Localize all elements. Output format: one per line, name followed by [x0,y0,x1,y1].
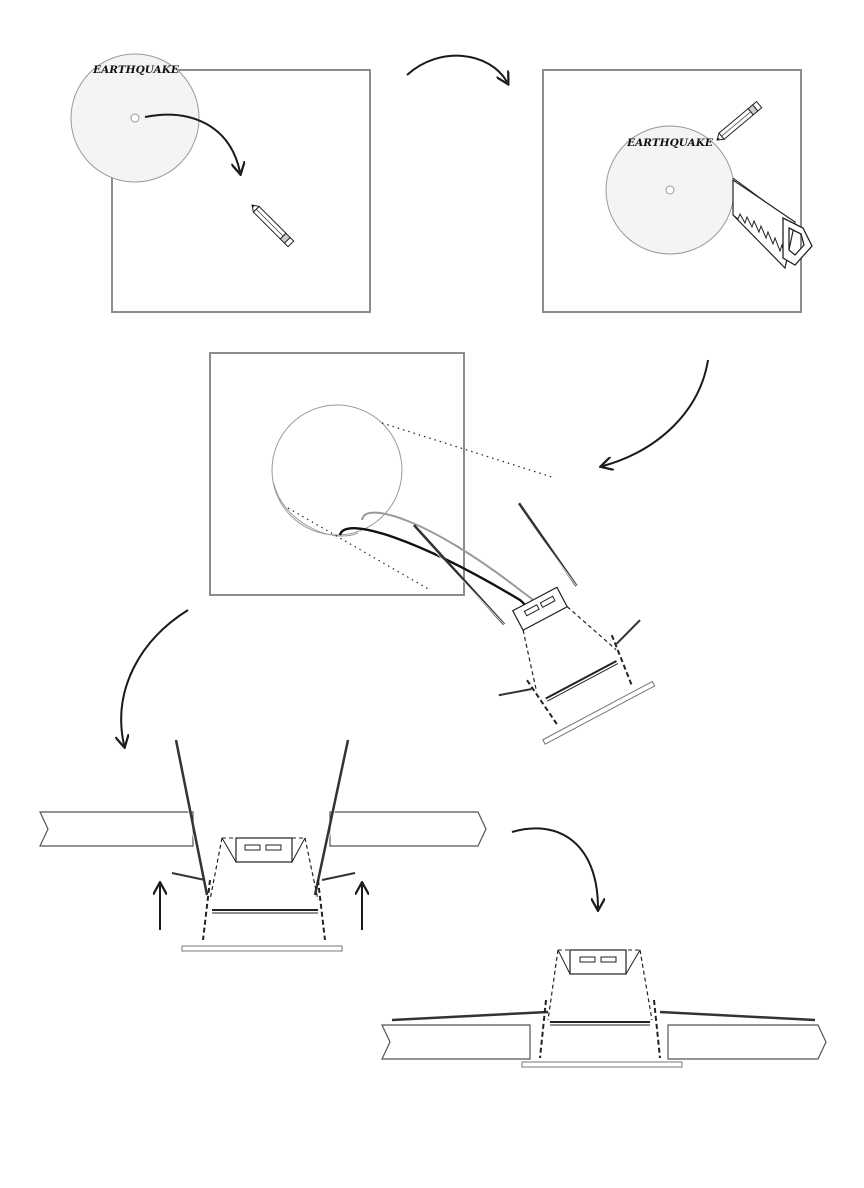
brand-label: EARTHQUAKE [626,137,714,149]
spring-clip [392,1012,548,1020]
black-wire [340,528,537,618]
ceiling-board-right [330,812,486,846]
step-5 [382,950,826,1067]
downlight-fixture [410,452,671,752]
curved-arrow-icon [407,56,507,82]
trim-ring [182,946,342,951]
step-2: EARTHQUAKE [543,70,812,312]
template-center-hole [666,186,674,194]
driver-box [513,587,567,630]
ceiling-board-left [382,1025,530,1059]
spring-clip [660,1012,815,1020]
curved-arrow-icon [512,828,598,908]
driver-box [570,950,626,974]
guide-line [382,423,555,478]
driver-box [236,838,292,862]
pencil-icon [714,102,761,143]
curved-arrow-icon [121,610,188,745]
ceiling-board-right [668,1025,826,1059]
ceiling-cutout [272,405,402,535]
pencil-icon [249,202,294,247]
step-3 [210,353,671,753]
curved-arrow-icon [603,360,708,466]
step-1: EARTHQUAKE [71,54,370,312]
trim-ring [522,1062,682,1067]
template-center-hole [131,114,139,122]
ceiling-board-left [40,812,193,846]
brand-label: EARTHQUAKE [92,64,180,76]
step-4 [40,740,486,951]
